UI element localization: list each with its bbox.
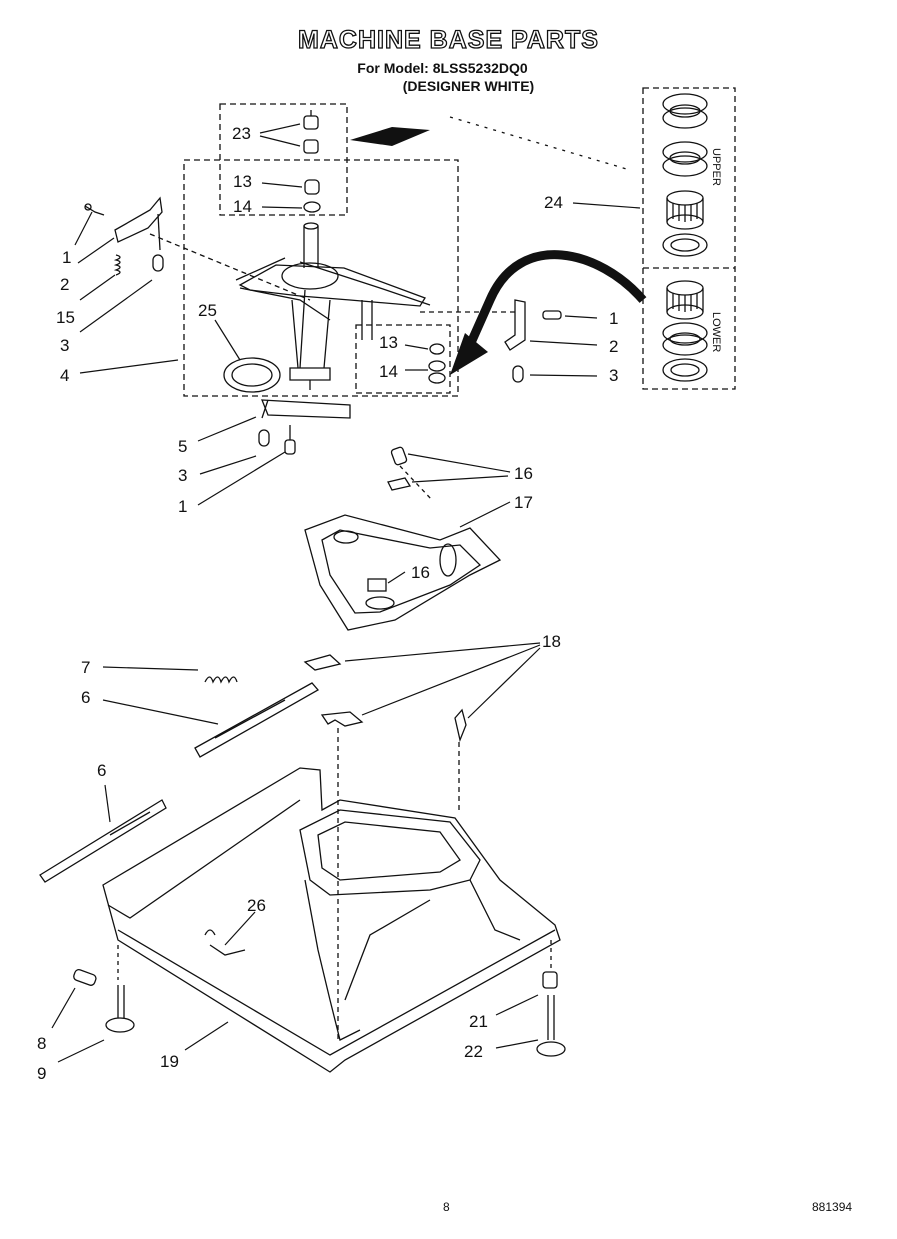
callout-13-a: 13	[233, 172, 252, 191]
callout-2-a: 2	[60, 275, 70, 294]
callout-14-a: 14	[233, 197, 252, 216]
callout-25: 25	[198, 301, 217, 320]
kit-part-ring-2	[662, 141, 708, 177]
callout-19: 19	[160, 1052, 179, 1071]
part-13-bearing-b	[429, 343, 445, 355]
callout-5: 5	[178, 437, 188, 456]
kit-part-gear-lower	[666, 280, 704, 320]
kit-part-gear-upper	[666, 190, 704, 230]
callout-16-a: 16	[514, 464, 533, 483]
part-14-washer-a	[303, 201, 321, 213]
callout-23: 23	[232, 124, 251, 143]
part-22-leg	[536, 995, 566, 1057]
part-1-bolt-right	[542, 310, 562, 320]
page-number: 8	[443, 1200, 450, 1214]
model-line: For Model: 8LSS5232DQ0	[357, 60, 528, 76]
callout-2-b: 2	[609, 337, 619, 356]
callout-13-b: 13	[379, 333, 398, 352]
callout-15: 15	[56, 308, 75, 327]
callout-3-b: 3	[609, 366, 619, 385]
part-23-nut-top	[303, 110, 319, 130]
part-18-clip-c	[454, 708, 467, 743]
part-21-spacer	[542, 971, 558, 989]
callout-3-a: 3	[60, 336, 70, 355]
callout-18: 18	[542, 632, 561, 651]
part-16-clip-top	[390, 446, 408, 466]
part-7-spring	[204, 676, 238, 684]
part-1-bolt-left	[84, 203, 105, 216]
part-14-bearing-b	[428, 360, 446, 384]
document-number: 881394	[812, 1200, 853, 1214]
part-2-bracket-right	[504, 299, 526, 351]
part-18-clip-a	[303, 654, 342, 671]
part-6-bar-left	[39, 799, 167, 883]
part-13-bushing-a	[304, 179, 320, 195]
callout-1-c: 1	[178, 497, 188, 516]
part-18-clip-b	[320, 711, 364, 727]
callout-6-b: 6	[97, 761, 107, 780]
dashed-box-transmission	[183, 159, 459, 397]
callout-16-b: 16	[411, 563, 430, 582]
callout-1-a: 1	[62, 248, 72, 267]
part-16-clip-low	[367, 578, 387, 592]
kit-part-ring-lower	[662, 322, 708, 356]
part-16-clip-mid	[387, 477, 412, 491]
part-4-transmission	[235, 222, 431, 390]
kit-part-ring-1	[662, 93, 708, 129]
part-8-cap	[73, 969, 97, 986]
part-3-spring-right	[512, 365, 524, 383]
dashed-box-kit	[642, 87, 736, 390]
callout-7: 7	[81, 658, 91, 677]
callout-8: 8	[37, 1034, 47, 1053]
part-19-base	[102, 767, 561, 1073]
callout-4: 4	[60, 366, 70, 385]
part-2-bracket-left	[114, 196, 163, 251]
callout-17: 17	[514, 493, 533, 512]
callout-22: 22	[464, 1042, 483, 1061]
kit-part-washer-lower	[662, 358, 708, 382]
kit-lower-label: LOWER	[710, 312, 722, 353]
kit-curved-arrow	[465, 250, 647, 347]
part-23-nut-bottom	[303, 139, 319, 154]
leader-arrows	[51, 123, 641, 1063]
callout-26: 26	[247, 896, 266, 915]
part-6-bar-upper	[194, 682, 320, 758]
part-25-seal	[223, 357, 281, 393]
dashed-box-bearings	[355, 324, 451, 394]
kit-part-washer-upper	[662, 233, 708, 257]
callout-1-b: 1	[609, 309, 619, 328]
page-title: MACHINE BASE PARTS	[297, 25, 599, 54]
part-3-spring-lower	[258, 429, 270, 447]
part-9-leg	[105, 985, 135, 1033]
callout-21: 21	[469, 1012, 488, 1031]
kit-upper-label: UPPER	[710, 148, 722, 186]
top-arrow	[350, 127, 430, 146]
callout-3-c: 3	[178, 466, 188, 485]
part-3-spring-left	[152, 254, 164, 272]
part-15-spring	[113, 254, 121, 276]
callout-9: 9	[37, 1064, 47, 1083]
part-1-bolt-lower	[284, 425, 296, 455]
callout-14-b: 14	[379, 362, 398, 381]
part-5-bracket	[261, 399, 351, 419]
part-17-frame	[304, 514, 502, 631]
callout-24: 24	[544, 193, 563, 212]
designer-line: (DESIGNER WHITE)	[402, 78, 535, 94]
callout-6-a: 6	[81, 688, 91, 707]
